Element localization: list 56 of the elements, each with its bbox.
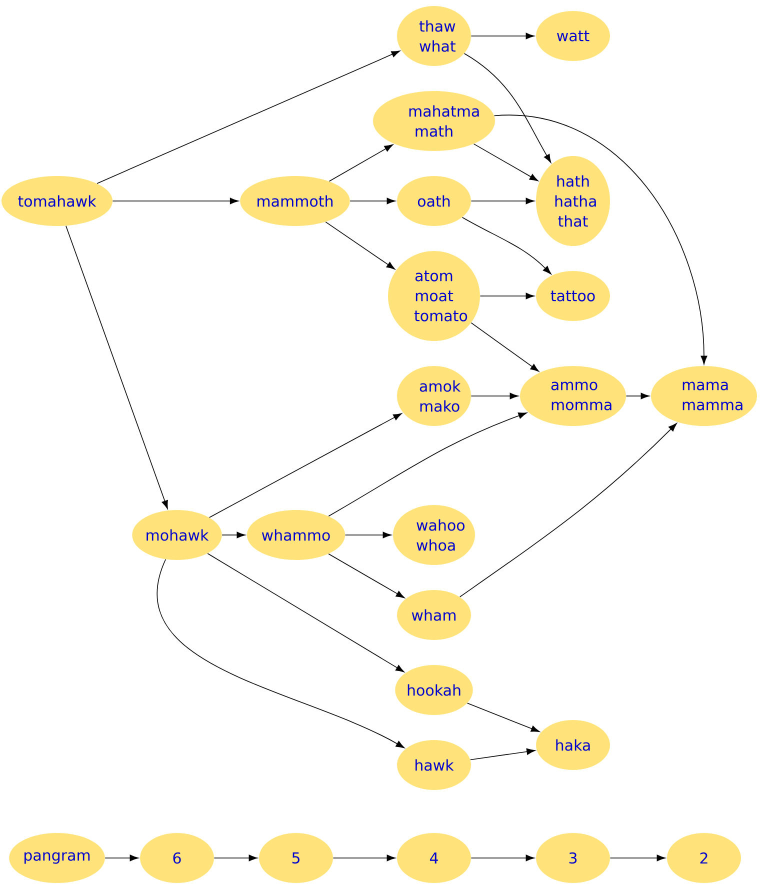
arrow: [328, 412, 527, 517]
ellipse-node: atom moat tomato: [388, 251, 480, 341]
ellipse-node: tomahawk: [1, 176, 113, 226]
arrow: [466, 702, 540, 732]
arrow: [473, 144, 538, 182]
ellipse-node: watt: [536, 11, 610, 61]
arrow: [626, 392, 650, 400]
arrow: [470, 854, 534, 862]
arrow: [459, 423, 677, 598]
ellipse-node: 6: [140, 833, 214, 883]
arrow: [328, 553, 405, 598]
ellipse-node: 2: [667, 833, 741, 883]
arrow: [470, 322, 540, 372]
arrow: [112, 198, 239, 204]
ellipse-node: wahoo whoa: [393, 505, 475, 565]
arrow: [222, 532, 246, 538]
arrow: [96, 50, 400, 184]
ellipse-node: hawk: [397, 740, 471, 790]
arrow: [470, 392, 518, 400]
ellipse-node: hookah: [395, 665, 473, 715]
arrow: [66, 225, 168, 510]
arrow: [462, 216, 552, 274]
arrow: [470, 748, 536, 760]
arrow: [344, 532, 392, 538]
arrow: [325, 222, 396, 270]
arrow: [332, 854, 396, 862]
ellipse-node: ammo momma: [520, 366, 626, 426]
arrow: [470, 32, 534, 40]
ellipse-node: mammoth: [240, 176, 350, 226]
ellipse-node: mama mamma: [651, 366, 757, 426]
arrow: [610, 854, 666, 862]
ellipse-node: oath: [397, 176, 471, 226]
ellipse-node: hath hatha that: [536, 156, 610, 246]
ellipse-node: tattoo: [536, 271, 610, 321]
arrow: [104, 854, 138, 862]
arrow: [207, 553, 404, 672]
ellipse-node: thaw what: [397, 6, 471, 66]
ellipse-node: pangram: [9, 833, 105, 883]
ellipse-node: haka: [536, 720, 610, 770]
arrow: [157, 558, 405, 748]
arrow: [480, 292, 534, 300]
arrow: [470, 198, 534, 204]
arrow: [464, 53, 552, 163]
ellipse-node: amok mako: [397, 366, 471, 426]
ellipse-node: 5: [259, 833, 333, 883]
arrow: [208, 413, 402, 518]
ellipse-node: wham: [397, 590, 471, 640]
ellipse-node: whammo: [246, 510, 346, 560]
arrow: [494, 115, 708, 364]
ellipse-node: 3: [536, 833, 610, 883]
ellipse-node: 4: [397, 833, 471, 883]
arrow: [328, 144, 394, 182]
ellipse-node: mohawk: [132, 510, 222, 560]
ellipse-node: mahatma math: [373, 91, 495, 151]
arrow: [214, 854, 258, 862]
arrow: [350, 198, 396, 204]
